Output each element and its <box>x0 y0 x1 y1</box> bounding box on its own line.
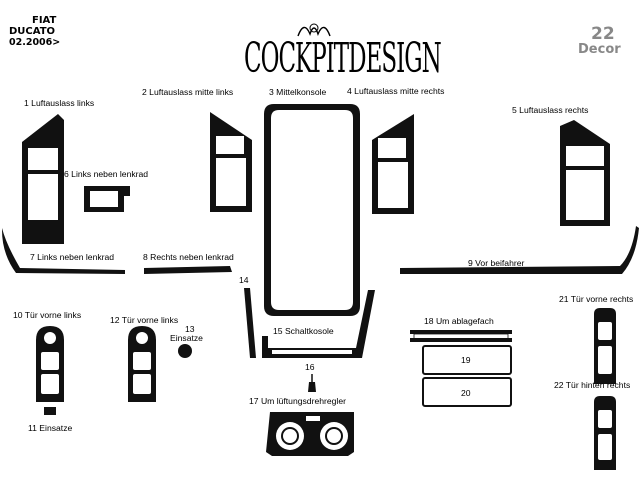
part-10-shape <box>36 326 64 402</box>
part-12-shape <box>128 326 156 402</box>
part-13-sublabel: Einsatze <box>170 333 203 343</box>
part-16-label: 16 <box>305 362 315 372</box>
part-11-label: 11 Einsatze <box>28 423 73 433</box>
part-18-shape <box>410 330 512 342</box>
part-19-shape <box>422 345 512 375</box>
part-14-shape <box>244 288 256 358</box>
part-14-label: 14 <box>239 275 249 285</box>
part-22-label: 22 Tür hinten rechts <box>554 380 631 390</box>
part-16-shape <box>308 374 316 392</box>
part-8-shape <box>144 266 232 274</box>
brand-mark-icon <box>297 23 331 37</box>
part-9-label: 9 Vor beifahrer <box>468 258 525 268</box>
part-6-shape <box>84 186 130 212</box>
part-18-label: 18 Um ablagefach <box>424 316 494 326</box>
part-20-label: 20 <box>461 388 471 398</box>
part-4-shape <box>372 114 414 214</box>
part-1-label: 1 Luftauslass links <box>24 98 95 108</box>
part-8-label: 8 Rechts neben lenkrad <box>143 252 234 262</box>
part-10-label: 10 Tür vorne links <box>13 310 82 320</box>
part-12-label: 12 Tür vorne links <box>110 315 179 325</box>
part-17-label: 17 Um lüftungsdrehregler <box>249 396 346 406</box>
part-17-shape <box>266 412 354 456</box>
part-13-label: 13 <box>185 324 195 334</box>
vehicle-model: DUCATO <box>9 26 56 37</box>
vehicle-date: 02.2006> <box>9 37 61 48</box>
part-22-shape <box>594 396 616 470</box>
part-5-label: 5 Luftauslass rechts <box>512 105 589 115</box>
part-4-label: 4 Luftauslass mitte rechts <box>347 86 445 96</box>
decor-number: 22 <box>591 24 615 44</box>
part-19-label: 19 <box>461 355 471 365</box>
part-11-shape <box>44 407 56 415</box>
part-20-shape <box>422 377 512 407</box>
part-13-shape <box>178 344 192 358</box>
part-15-shape <box>262 290 375 358</box>
part-7-label: 7 Links neben lenkrad <box>30 252 115 262</box>
part-3-label: 3 Mittelkonsole <box>269 87 327 97</box>
part-2-label: 2 Luftauslass mitte links <box>142 87 234 97</box>
part-21-label: 21 Tür vorne rechts <box>559 294 634 304</box>
part-9-shape <box>400 226 639 274</box>
decor-label: Decor <box>578 42 621 57</box>
part-2-shape <box>210 112 252 212</box>
part-6-label: 6 Links neben lenkrad <box>64 169 149 179</box>
part-3-shape <box>264 104 360 316</box>
part-15-label: 15 Schaltkosole <box>273 326 334 336</box>
vehicle-make: FIAT <box>32 15 57 26</box>
part-21-shape <box>594 308 616 384</box>
part-1-shape <box>22 114 64 244</box>
part-7-shape <box>2 228 125 274</box>
part-5-shape <box>560 120 610 226</box>
